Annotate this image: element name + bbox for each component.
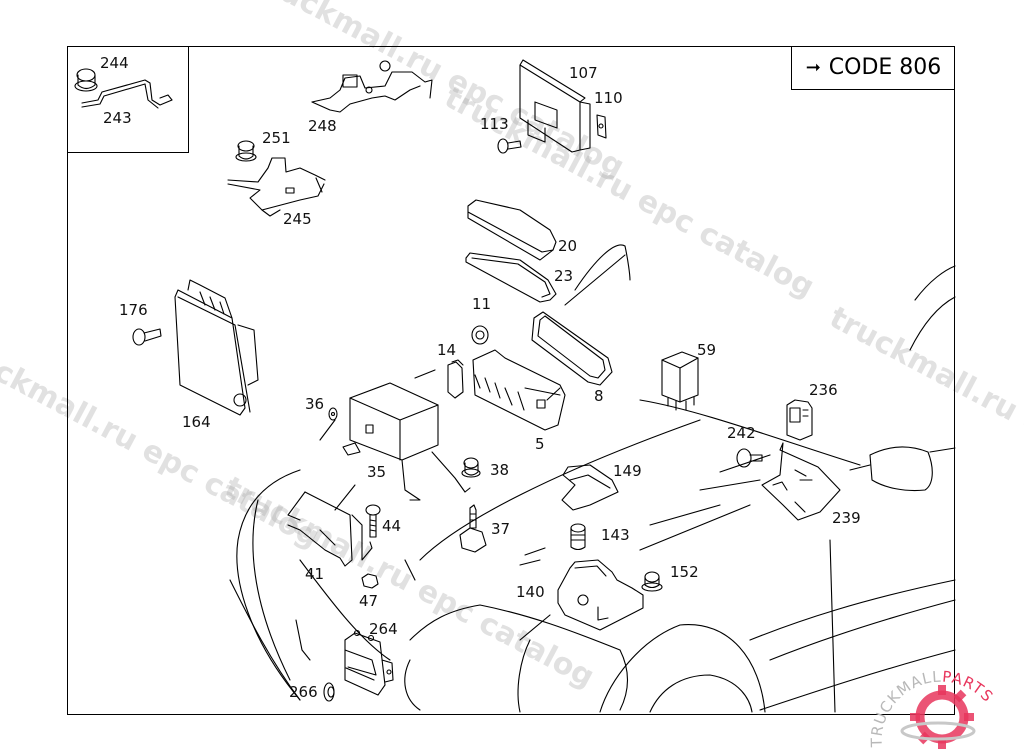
part-label-251[interactable]: 251 xyxy=(262,129,291,147)
part-36-washer xyxy=(328,407,338,421)
part-41-bracket xyxy=(287,491,373,567)
part-264-switch-module xyxy=(344,629,394,696)
part-label-8[interactable]: 8 xyxy=(594,387,604,405)
part-266-nut xyxy=(323,682,335,702)
part-label-20[interactable]: 20 xyxy=(558,237,578,255)
part-251-nut xyxy=(235,140,257,162)
part-label-47[interactable]: 47 xyxy=(359,592,379,610)
brand-watermark: TRUCKMALLPARTS xyxy=(860,655,1024,750)
part-242-bolt xyxy=(736,448,763,468)
part-14-plug xyxy=(447,359,464,399)
part-label-44[interactable]: 44 xyxy=(382,517,402,535)
car-outline xyxy=(229,244,956,713)
part-245-bracket xyxy=(227,157,326,217)
part-label-239[interactable]: 239 xyxy=(832,509,861,527)
part-label-59[interactable]: 59 xyxy=(697,341,717,359)
part-label-36[interactable]: 36 xyxy=(305,395,325,413)
part-47-nut xyxy=(361,573,379,589)
part-35-holder xyxy=(342,382,471,501)
part-239-bracket xyxy=(761,442,841,521)
part-243-strap xyxy=(81,79,173,109)
part-11-nut xyxy=(471,325,489,345)
part-label-11[interactable]: 11 xyxy=(472,295,492,313)
gear-icon xyxy=(900,685,976,749)
code-badge: ➞ CODE 806 xyxy=(791,46,955,90)
part-152-nut xyxy=(641,571,663,592)
part-107-control-unit xyxy=(519,59,591,153)
part-label-41[interactable]: 41 xyxy=(305,565,325,583)
part-label-243[interactable]: 243 xyxy=(103,109,132,127)
part-23-seal xyxy=(465,252,557,303)
part-44-screw xyxy=(365,504,381,538)
part-label-107[interactable]: 107 xyxy=(569,64,598,82)
part-label-266[interactable]: 266 xyxy=(289,683,318,701)
part-label-14[interactable]: 14 xyxy=(437,341,457,359)
part-label-164[interactable]: 164 xyxy=(182,413,211,431)
part-label-152[interactable]: 152 xyxy=(670,563,699,581)
part-label-236[interactable]: 236 xyxy=(809,381,838,399)
diagram-frame xyxy=(67,46,955,715)
part-176-bolt xyxy=(132,328,162,346)
part-label-143[interactable]: 143 xyxy=(601,526,630,544)
part-236-relay xyxy=(786,399,813,441)
part-248-bracket xyxy=(311,60,433,113)
part-label-264[interactable]: 264 xyxy=(369,620,398,638)
part-140-housing xyxy=(557,559,644,631)
part-label-38[interactable]: 38 xyxy=(490,461,510,479)
part-110-clip xyxy=(596,114,607,139)
part-label-110[interactable]: 110 xyxy=(594,89,623,107)
part-5-fuse-box xyxy=(472,349,566,431)
part-label-149[interactable]: 149 xyxy=(613,462,642,480)
part-label-244[interactable]: 244 xyxy=(100,54,129,72)
part-8-gasket xyxy=(531,311,613,386)
part-149-holder xyxy=(561,464,619,511)
part-164-module xyxy=(174,279,259,416)
part-label-113[interactable]: 113 xyxy=(480,115,509,133)
part-20-cover xyxy=(467,199,557,261)
right-arrow-icon: ➞ xyxy=(805,57,821,78)
part-label-37[interactable]: 37 xyxy=(491,520,511,538)
part-label-248[interactable]: 248 xyxy=(308,117,337,135)
part-143-grommet xyxy=(570,523,586,551)
part-label-242[interactable]: 242 xyxy=(727,424,756,442)
part-label-35[interactable]: 35 xyxy=(367,463,387,481)
part-label-5[interactable]: 5 xyxy=(535,435,545,453)
part-244-nut xyxy=(74,68,98,92)
leader-lines xyxy=(319,369,561,581)
part-label-23[interactable]: 23 xyxy=(554,267,574,285)
part-label-176[interactable]: 176 xyxy=(119,301,148,319)
part-38-nut xyxy=(461,457,481,478)
inset-box xyxy=(67,46,189,153)
part-label-245[interactable]: 245 xyxy=(283,210,312,228)
part-113-screw xyxy=(497,138,522,154)
part-37-stud xyxy=(459,504,487,553)
code-text: CODE 806 xyxy=(828,55,942,80)
part-label-140[interactable]: 140 xyxy=(516,583,545,601)
part-59-relay xyxy=(661,351,699,411)
